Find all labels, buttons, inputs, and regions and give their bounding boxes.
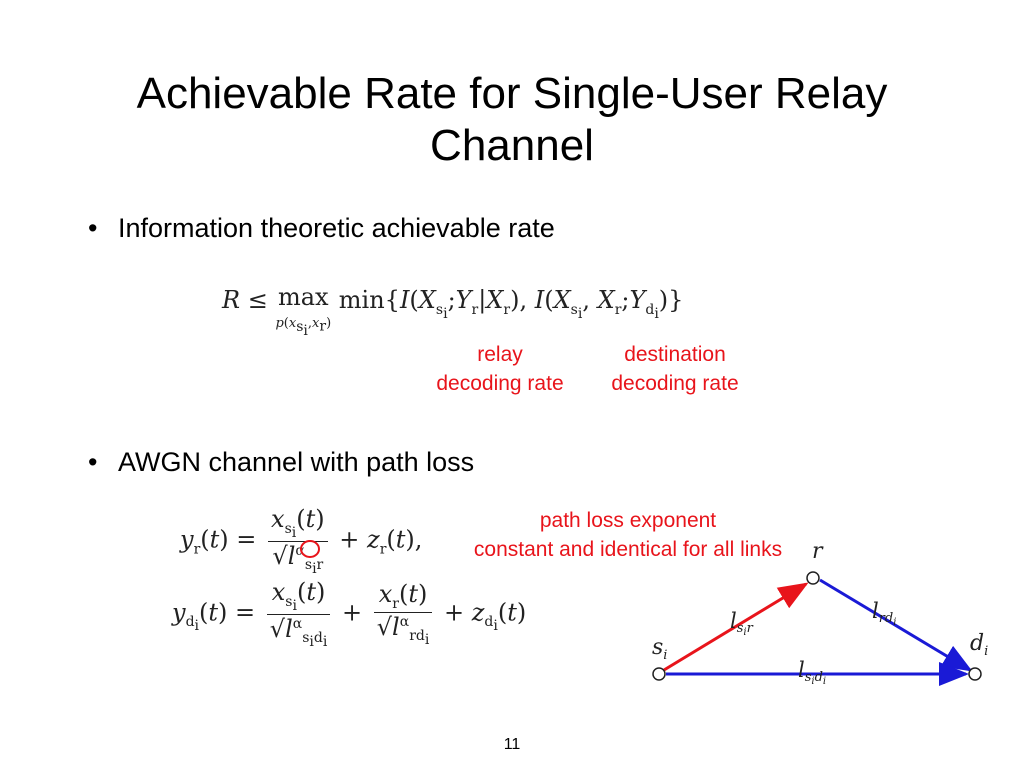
source-destination-link-label: lsidi	[798, 658, 826, 687]
source-node-label: si	[652, 635, 667, 663]
relay-rate-line-2: decoding rate	[436, 372, 564, 395]
relay-decoding-rate-label: relay decoding rate	[412, 340, 588, 398]
source-relay-link-label: lsir	[730, 609, 754, 638]
slide-title: Achievable Rate for Single-User Relay Ch…	[0, 68, 1024, 172]
path-loss-line-2: constant and identical for all links	[473, 538, 783, 561]
relay-node-label: r	[812, 539, 824, 564]
page-number: 11	[503, 736, 521, 753]
slide-title-line-1: Achievable Rate for Single-User Relay	[136, 69, 888, 118]
destination-signal-equation: ydi(t) = xsi(t)√lαsidi + xr(t)√lαrdi + z…	[172, 578, 527, 651]
source-relay-link	[663, 582, 809, 672]
destination-decoding-rate-label: destination decoding rate	[592, 340, 758, 398]
relay-rate-line-1: relay	[477, 343, 523, 366]
destination-node-label: di	[970, 631, 988, 659]
bullet-dot-icon: •	[88, 447, 98, 477]
bullet-item-awgn: • AWGN channel with path loss	[88, 446, 474, 478]
path-loss-exponent-label: path loss exponent constant and identica…	[440, 506, 816, 564]
relay-network-diagram: r si di lsir lrdi lsidi	[652, 539, 988, 687]
slide-title-line-2: Channel	[430, 121, 594, 170]
relay-node	[806, 571, 820, 585]
bullet-dot-icon: •	[88, 213, 98, 243]
bullet-text-rate: Information theoretic achievable rate	[118, 213, 555, 243]
relay-destination-link	[819, 578, 973, 672]
relay-destination-link-label: lrdi	[872, 599, 896, 628]
bullet-item-rate: • Information theoretic achievable rate	[88, 212, 555, 244]
alpha-highlight-circle-icon	[300, 540, 320, 558]
source-node	[652, 667, 666, 681]
destination-node	[968, 667, 982, 681]
relay-signal-equation: yr(t) = xsi(t)√lαsir + zr(t),	[180, 505, 423, 578]
bullet-text-awgn: AWGN channel with path loss	[118, 447, 475, 477]
dest-rate-line-2: decoding rate	[611, 372, 739, 395]
dest-rate-line-1: destination	[624, 343, 726, 366]
path-loss-line-1: path loss exponent	[539, 509, 717, 532]
